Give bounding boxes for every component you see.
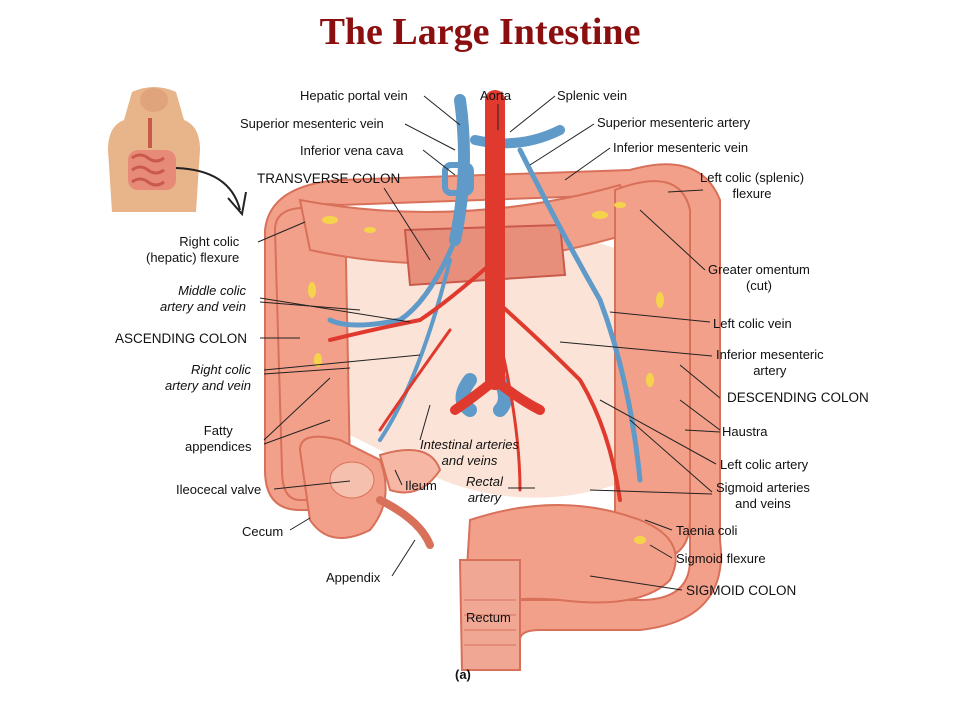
appendix-shape	[376, 496, 434, 549]
label-right-colic-flexure-line2: (hepatic) flexure	[146, 250, 240, 265]
leader-lines	[257, 95, 721, 591]
label-greater-omentum-line1: Greater omentum	[708, 262, 810, 277]
label-sigmoid-arteries: Sigmoid arteries and veins	[716, 480, 810, 512]
label-descending-colon: DESCENDING COLON	[727, 390, 869, 405]
label-intestinal-line2: and veins	[441, 453, 498, 468]
label-rectum: Rectum	[466, 610, 511, 625]
torso-inset-image	[104, 86, 204, 216]
label-inferior-mesenteric-artery-line1: Inferior mesenteric	[716, 347, 824, 362]
label-haustra: Haustra	[722, 424, 768, 439]
fat-deposits	[308, 202, 664, 544]
label-inferior-mesenteric-artery: Inferior mesenteric artery	[716, 347, 824, 379]
label-sigmoid-colon: SIGMOID COLON	[686, 583, 797, 598]
label-rectal-artery-line1: Rectal	[466, 474, 503, 489]
label-intestinal-arteries: Intestinal arteries and veins	[420, 437, 519, 469]
label-middle-colic: Middle colic artery and vein	[160, 283, 246, 315]
label-right-colic: Right colic artery and vein	[165, 362, 251, 394]
label-right-colic-line1: Right colic	[191, 362, 251, 377]
label-sigmoid-arteries-line2: and veins	[735, 496, 791, 511]
label-sigmoid-arteries-line1: Sigmoid arteries	[716, 480, 810, 495]
arteries	[328, 90, 622, 502]
label-rectal-artery: Rectal artery	[466, 474, 503, 506]
label-left-colic-artery: Left colic artery	[720, 457, 809, 472]
label-rectal-artery-line2: artery	[467, 490, 502, 505]
label-intestinal-line1: Intestinal arteries	[420, 437, 519, 452]
label-splenic-vein: Splenic vein	[557, 88, 628, 103]
label-ascending-colon: ASCENDING COLON	[115, 331, 248, 346]
label-cecum: Cecum	[242, 524, 284, 539]
label-right-colic-flexure-line1: Right colic	[179, 234, 240, 249]
label-left-colic-flexure-line1: Left colic (splenic)	[700, 170, 805, 185]
figure-label: (a)	[455, 667, 471, 682]
label-greater-omentum-line2: (cut)	[745, 278, 772, 293]
mesentery	[330, 227, 630, 498]
label-transverse-colon: TRANSVERSE COLON	[257, 171, 401, 186]
label-ileocecal-valve: Ileocecal valve	[176, 482, 262, 497]
label-superior-mesenteric-artery: Superior mesenteric artery	[597, 115, 751, 130]
label-inferior-vena-cava: Inferior vena cava	[300, 143, 404, 158]
label-left-colic-flexure: Left colic (splenic) flexure	[700, 170, 804, 202]
label-left-colic-flexure-line2: flexure	[732, 186, 772, 201]
inset-arrow	[175, 167, 241, 211]
label-inferior-mesenteric-vein: Inferior mesenteric vein	[613, 140, 749, 155]
label-middle-colic-line1: Middle colic	[178, 283, 246, 298]
label-left-colic-vein: Left colic vein	[713, 316, 792, 331]
label-taenia-coli: Taenia coli	[676, 523, 738, 538]
label-sigmoid-flexure: Sigmoid flexure	[676, 551, 766, 566]
descending-colon-shape	[614, 180, 691, 561]
label-greater-omentum: Greater omentum (cut)	[708, 262, 810, 294]
label-fatty-appendices: Fatty appendices	[185, 423, 252, 455]
label-inferior-mesenteric-artery-line2: artery	[753, 363, 787, 378]
label-fatty-appendices-line2: appendices	[185, 439, 252, 454]
label-right-colic-line2: artery and vein	[165, 378, 251, 393]
label-superior-mesenteric-vein: Superior mesenteric vein	[240, 116, 384, 131]
inferior-vena-cava-shape	[442, 162, 474, 196]
label-appendix: Appendix	[326, 570, 381, 585]
label-right-colic-flexure: Right colic (hepatic) flexure	[146, 234, 239, 266]
label-fatty-appendices-line1: Fatty	[203, 423, 233, 438]
label-middle-colic-line2: artery and vein	[160, 299, 246, 314]
label-ileum: Ileum	[405, 478, 437, 493]
label-aorta: Aorta	[480, 88, 512, 103]
label-hepatic-portal-vein: Hepatic portal vein	[300, 88, 408, 103]
ileum-shape	[378, 449, 442, 494]
page-title: The Large Intestine	[319, 11, 641, 53]
